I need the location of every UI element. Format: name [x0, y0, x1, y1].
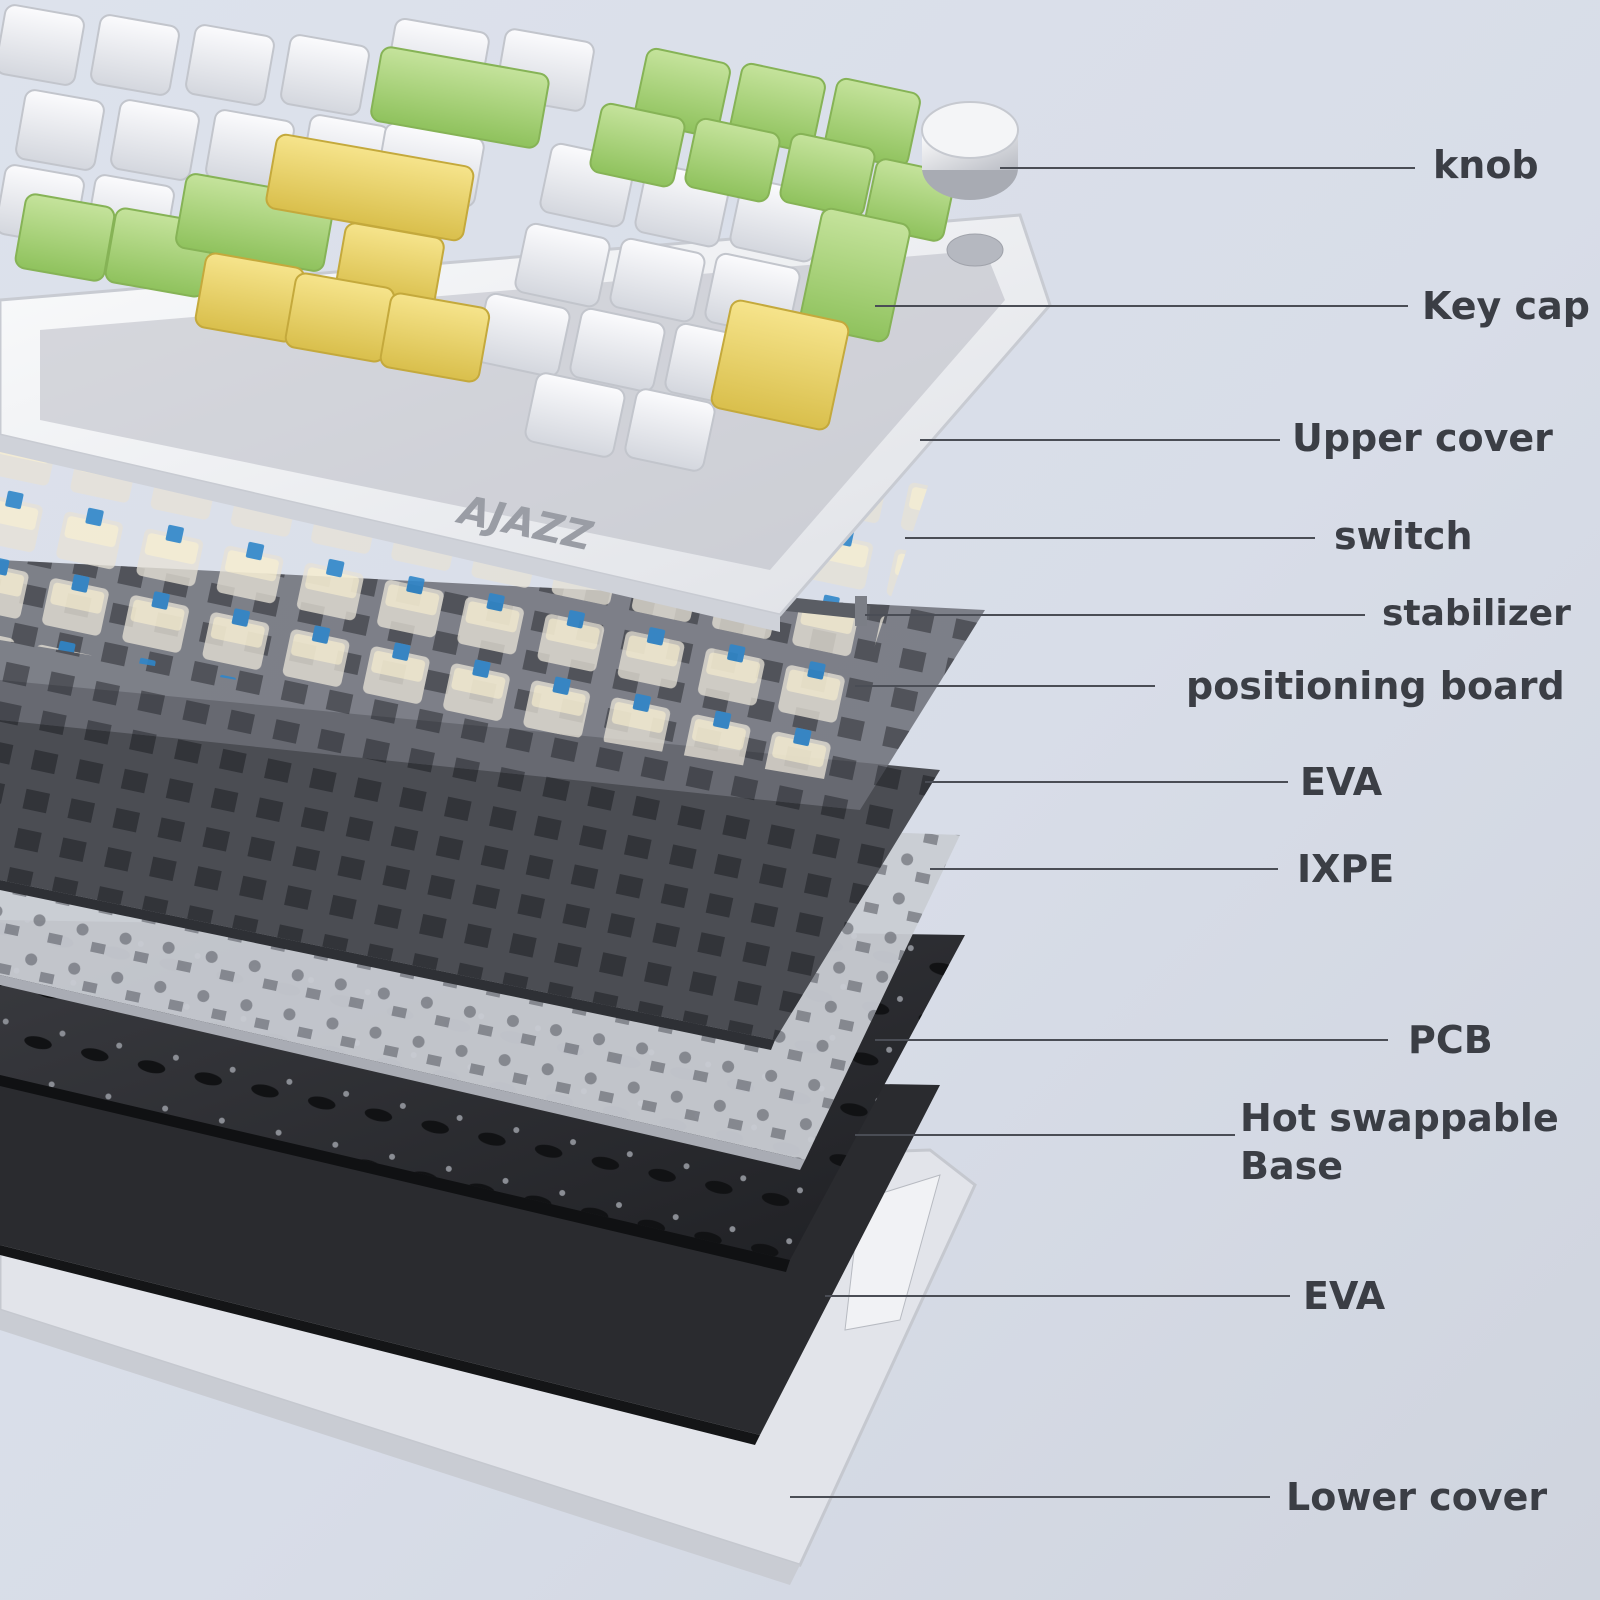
leader-lines [790, 167, 1415, 1498]
label-pcb: PCB [1408, 1018, 1493, 1062]
keycap-layer [0, 4, 956, 472]
label-switch: switch [1334, 514, 1473, 558]
label-knob: knob [1433, 143, 1539, 187]
label-ixpe: IXPE [1297, 847, 1395, 891]
label-stabilizer: stabilizer [1382, 593, 1571, 634]
knob-shape [921, 101, 1019, 267]
label-eva-bottom: EVA [1303, 1274, 1386, 1318]
label-eva-top: EVA [1300, 760, 1383, 804]
label-positioning-board: positioning board [1186, 664, 1565, 708]
label-key-cap: Key cap [1422, 284, 1590, 328]
label-upper-cover: Upper cover [1292, 416, 1553, 460]
label-lower-cover: Lower cover [1286, 1475, 1548, 1519]
label-hot-swappable-base: Hot swappable Base [1240, 1096, 1559, 1188]
